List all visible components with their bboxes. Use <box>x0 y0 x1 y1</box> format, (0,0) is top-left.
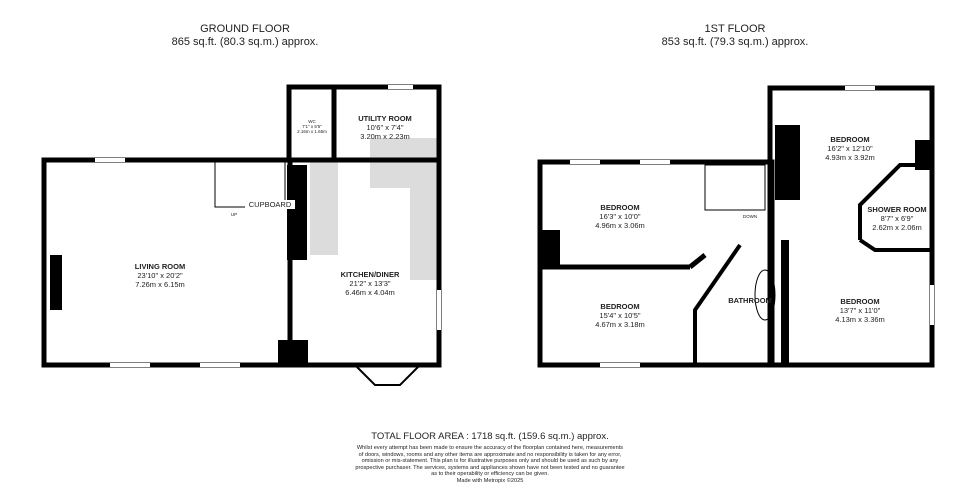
total-floor-area: TOTAL FLOOR AREA : 1718 sq.ft. (159.6 sq… <box>371 431 609 442</box>
chimney <box>287 165 307 260</box>
fireplace <box>50 255 62 310</box>
room-bedroom-4: BEDROOM 13'7" x 11'0" 4.13m x 3.36m <box>835 297 885 324</box>
cupboard-label: CUPBOARD <box>245 200 295 209</box>
room-kitchen-diner: KITCHEN/DINER 21'2" x 13'3" 6.46m x 4.04… <box>340 270 400 297</box>
room-bathroom: BATHROOM <box>728 296 772 305</box>
disclaimer: Whilst every attempt has been made to en… <box>290 445 690 485</box>
room-shower: SHOWER ROOM 8'7" x 6'9" 2.62m x 2.06m <box>867 205 927 232</box>
kitchen-units <box>370 162 438 188</box>
stairs-up-label: UP <box>230 212 238 217</box>
kitchen-units <box>310 160 338 255</box>
wc-walls <box>286 84 337 163</box>
room-bedroom-3: BEDROOM 16'2" x 12'10" 4.93m x 3.92m <box>825 135 875 162</box>
room-living-room: LIVING ROOM 23'10" x 20'2" 7.26m x 6.15m <box>134 262 186 289</box>
first-floor-heading: 1ST FLOOR 853 sq.ft. (79.3 sq.m.) approx… <box>661 23 809 48</box>
stairs <box>704 164 766 211</box>
room-bedroom-1: BEDROOM 16'3" x 10'0" 4.96m x 3.06m <box>595 203 645 230</box>
chimney <box>278 340 308 365</box>
kitchen-units <box>410 185 438 280</box>
ground-floor-heading: GROUND FLOOR 865 sq.ft. (80.3 sq.m.) app… <box>171 23 319 48</box>
room-bedroom-2: BEDROOM 15'4" x 10'5" 4.67m x 3.18m <box>595 302 645 329</box>
room-wc: WC 7'1" x 5'5" 2.16m x 1.65m <box>297 119 327 134</box>
first-floor-plan <box>537 85 935 368</box>
room-utility: UTILITY ROOM 10'6" x 7'4" 3.20m x 2.23m <box>358 114 412 141</box>
left-wing-walls <box>537 159 775 368</box>
utility-units <box>370 138 438 160</box>
stairs-down-label: DOWN <box>742 214 758 219</box>
ground-floor-plan <box>41 84 442 386</box>
bath-icon <box>754 269 776 321</box>
credit: Made with Metropix ©2025 <box>456 477 524 484</box>
bay-window <box>354 364 421 386</box>
